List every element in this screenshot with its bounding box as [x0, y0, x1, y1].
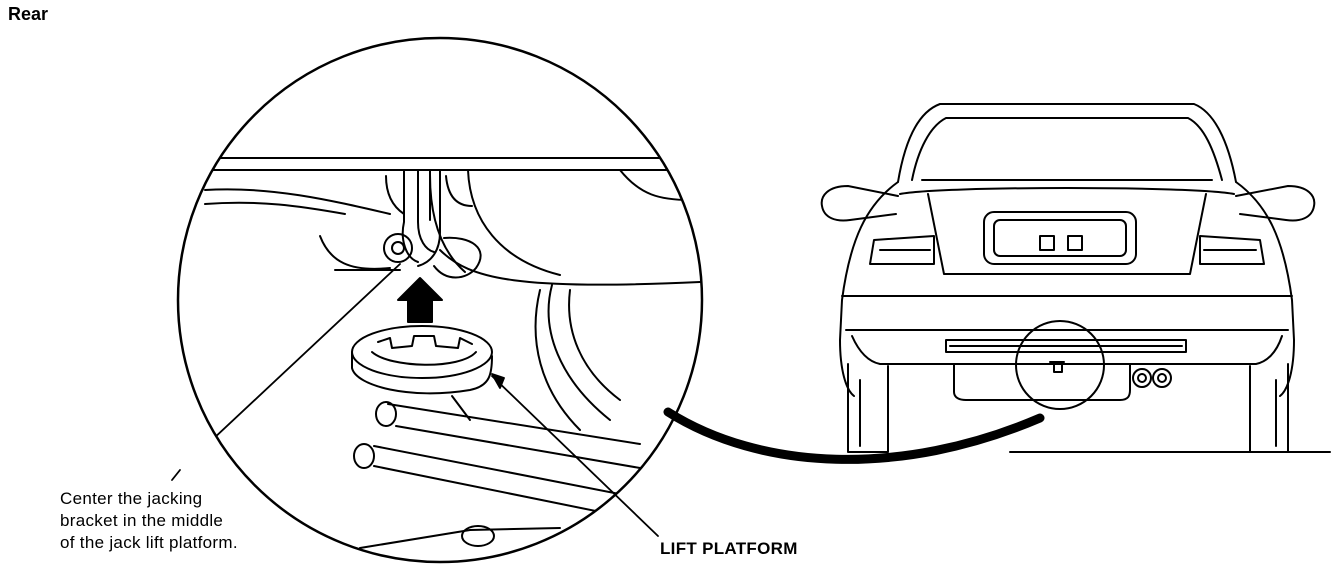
- floor-jack: [353, 395, 641, 549]
- lift-direction-arrow: [397, 277, 443, 323]
- right-tail-light: [1199, 235, 1265, 265]
- jack-point-marker: [1015, 320, 1105, 410]
- lift-platform-label: LIFT PLATFORM: [660, 539, 798, 558]
- jacking-note: Center the jacking bracket in the middle…: [60, 488, 238, 554]
- underbody: [178, 157, 702, 286]
- jacking-note-line: Center the jacking: [60, 489, 203, 508]
- detail-magnifier: [176, 36, 704, 564]
- detail-connector: [663, 407, 1045, 464]
- leader-lines: [171, 373, 659, 537]
- exhaust-right: [1152, 368, 1172, 388]
- jacking-bracket: [383, 169, 482, 279]
- rear-bumper-strip: [945, 339, 1187, 353]
- section-title: Rear: [8, 4, 49, 24]
- jacking-note-line: of the jack lift platform.: [60, 533, 238, 552]
- left-tail-light: [869, 235, 935, 265]
- rear-tire: [467, 169, 691, 431]
- lift-platform: [351, 325, 493, 395]
- left-tire: [847, 363, 889, 453]
- right-tire: [1249, 363, 1289, 453]
- exhaust-left: [1132, 368, 1152, 388]
- plate-light-right: [1067, 235, 1083, 251]
- left-mirror: [820, 185, 899, 222]
- car-rear-view: [820, 103, 1331, 453]
- right-mirror: [1235, 185, 1316, 222]
- bracket-leader-inner: [179, 263, 401, 471]
- plate-light-left: [1039, 235, 1055, 251]
- jacking-note-line: bracket in the middle: [60, 511, 224, 530]
- license-plate: [983, 211, 1137, 265]
